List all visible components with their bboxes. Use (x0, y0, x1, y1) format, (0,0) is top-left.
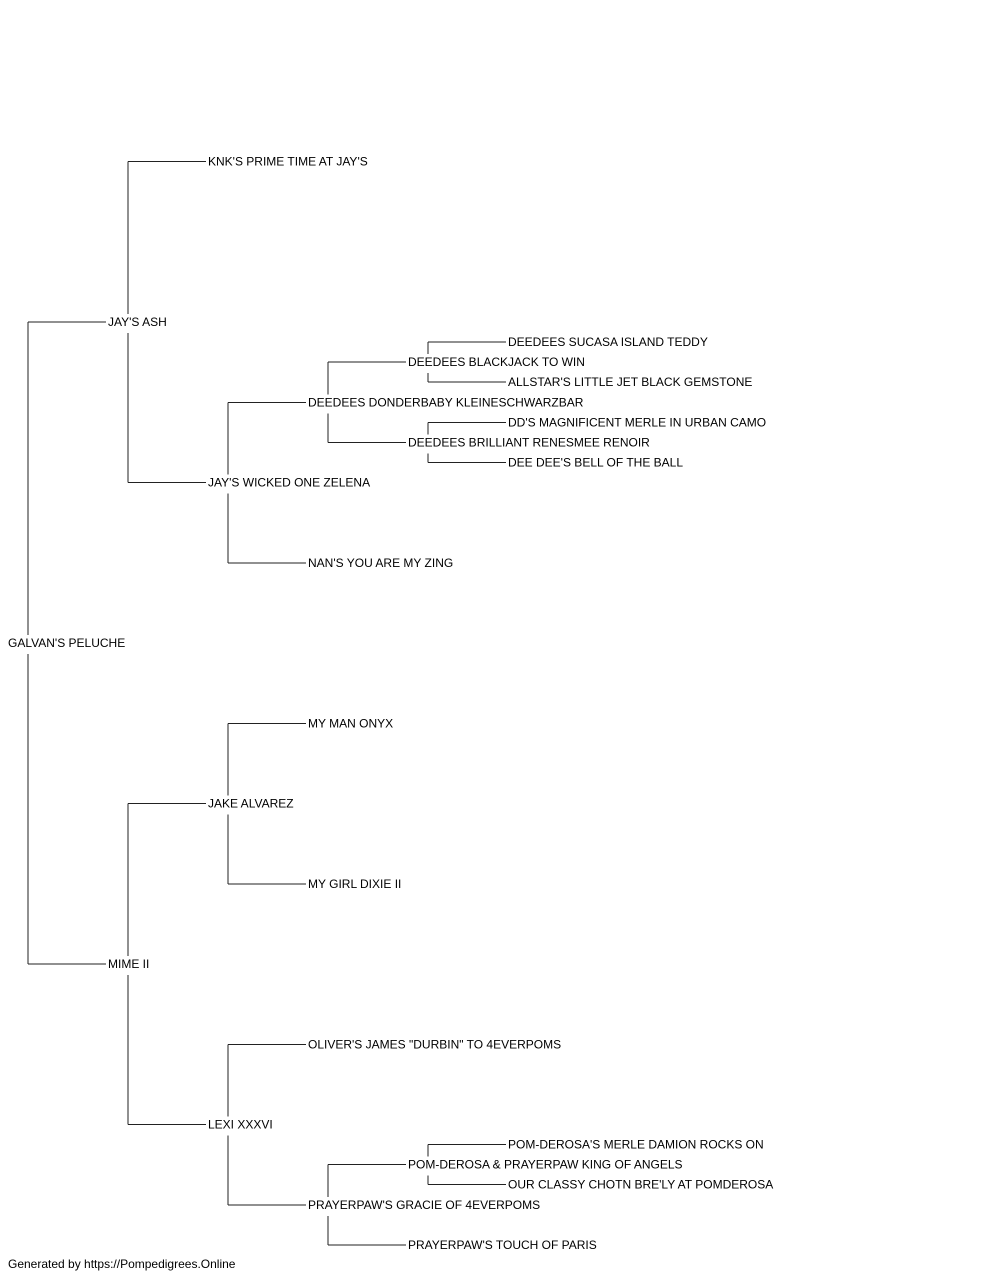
dog-name-jay-s-wicked-one-zelena: JAY'S WICKED ONE ZELENA (208, 476, 370, 490)
dog-name-lexi-xxxvi: LEXI XXXVI (208, 1118, 273, 1132)
dog-name-pom-derosa-s-merle-damion-rocks-on: POM-DEROSA'S MERLE DAMION ROCKS ON (508, 1138, 764, 1152)
dog-name-allstar-s-little-jet-black-gemstone: ALLSTAR'S LITTLE JET BLACK GEMSTONE (508, 375, 752, 389)
dog-name-knk-s-prime-time-at-jay-s: KNK'S PRIME TIME AT JAY'S (208, 155, 368, 169)
dog-name-deedees-donderbaby-kleineschwarzbar: DEEDEES DONDERBABY KLEINESCHWARZBAR (308, 395, 584, 409)
dog-name-nan-s-you-are-my-zing: NAN'S YOU ARE MY ZING (308, 556, 453, 570)
dog-name-galvan-s-peluche: GALVAN'S PELUCHE (8, 636, 125, 650)
dog-name-jay-s-ash: JAY'S ASH (108, 315, 167, 329)
dog-name-my-girl-dixie-ii: MY GIRL DIXIE II (308, 877, 401, 891)
dog-name-oliver-s-james-durbin-to-4everpoms: OLIVER'S JAMES "DURBIN" TO 4EVERPOMS (308, 1037, 561, 1051)
footer-credit: Generated by https://Pompedigrees.Online (8, 1257, 236, 1271)
dog-name-prayerpaw-s-touch-of-paris: PRAYERPAW'S TOUCH OF PARIS (408, 1238, 597, 1252)
dog-name-deedees-brilliant-renesmee-renoir: DEEDEES BRILLIANT RENESMEE RENOIR (408, 435, 650, 449)
pedigree-labels: GALVAN'S PELUCHE JAY'S ASH KNK'S PRIME TIM… (8, 155, 773, 1252)
pedigree-connectors (27, 161, 506, 1246)
dog-name-our-classy-chotn-bre-ly-at-pomderosa: OUR CLASSY CHOTN BRE'LY AT POMDEROSA (508, 1178, 773, 1192)
dog-name-deedees-blackjack-to-win: DEEDEES BLACKJACK TO WIN (408, 355, 585, 369)
dog-name-dd-s-magnificent-merle-in-urban-camo: DD'S MAGNIFICENT MERLE IN URBAN CAMO (508, 415, 766, 429)
dog-name-my-man-onyx: MY MAN ONYX (308, 716, 393, 730)
dog-name-pom-derosa-prayerpaw-king-of-angels: POM-DEROSA & PRAYERPAW KING OF ANGELS (408, 1158, 683, 1172)
dog-name-deedees-sucasa-island-teddy: DEEDEES SUCASA ISLAND TEDDY (508, 335, 708, 349)
dog-name-jake-alvarez: JAKE ALVAREZ (208, 797, 294, 811)
dog-name-prayerpaw-s-gracie-of-4everpoms: PRAYERPAW'S GRACIE OF 4EVERPOMS (308, 1198, 540, 1212)
dog-name-dee-dee-s-bell-of-the-ball: DEE DEE'S BELL OF THE BALL (508, 455, 683, 469)
dog-name-mime-ii: MIME II (108, 957, 149, 971)
